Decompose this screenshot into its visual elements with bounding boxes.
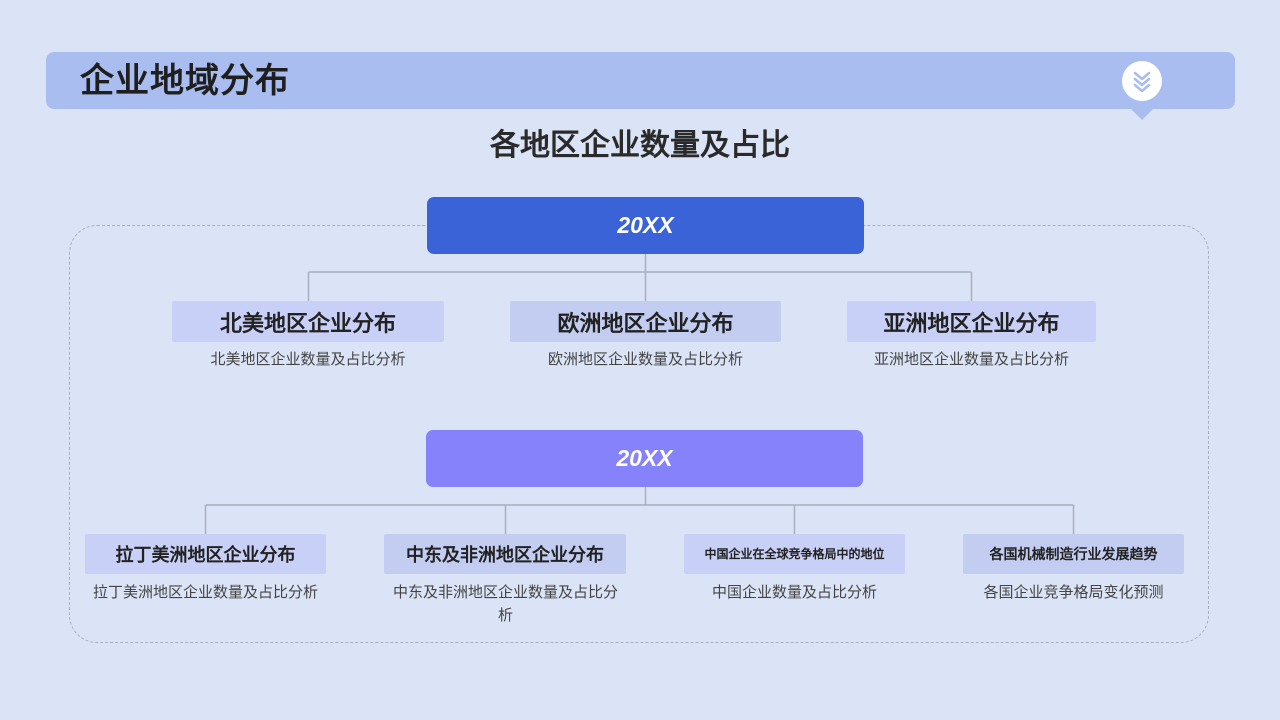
year-box-2: 20XX (426, 430, 863, 487)
card-desc-china-position: 中国企业数量及占比分析 (711, 583, 877, 601)
header-bar (46, 52, 1235, 109)
card-title-latin-america: 拉丁美洲地区企业分布 (85, 534, 326, 574)
card-title-north-america: 北美地区企业分布 (172, 301, 444, 342)
year-box-1: 20XX (427, 197, 864, 254)
header-pointer (1130, 108, 1154, 120)
page-title: 企业地域分布 (80, 61, 290, 101)
card-title-europe: 欧洲地区企业分布 (510, 301, 781, 342)
card-title-asia: 亚洲地区企业分布 (847, 301, 1096, 342)
card-desc-latin-america: 拉丁美洲地区企业数量及占比分析 (92, 583, 318, 601)
card-desc-asia: 亚洲地区企业数量及占比分析 (873, 350, 1069, 368)
card-title-middle-east-africa: 中东及非洲地区企业分布 (384, 534, 626, 574)
diagram-subtitle: 各地区企业数量及占比 (490, 128, 790, 163)
card-desc-machinery-trends: 各国企业竞争格局变化预测 (983, 583, 1164, 601)
card-desc-middle-east-africa: 中东及非洲地区企业数量及占比分析 (392, 583, 618, 624)
card-title-china-position: 中国企业在全球竞争格局中的地位 (684, 534, 905, 574)
card-title-machinery-trends: 各国机械制造行业发展趋势 (963, 534, 1184, 574)
card-desc-europe: 欧洲地区企业数量及占比分析 (547, 350, 743, 368)
card-desc-north-america: 北美地区企业数量及占比分析 (210, 350, 406, 368)
chevron-double-down-icon[interactable] (1122, 61, 1162, 101)
